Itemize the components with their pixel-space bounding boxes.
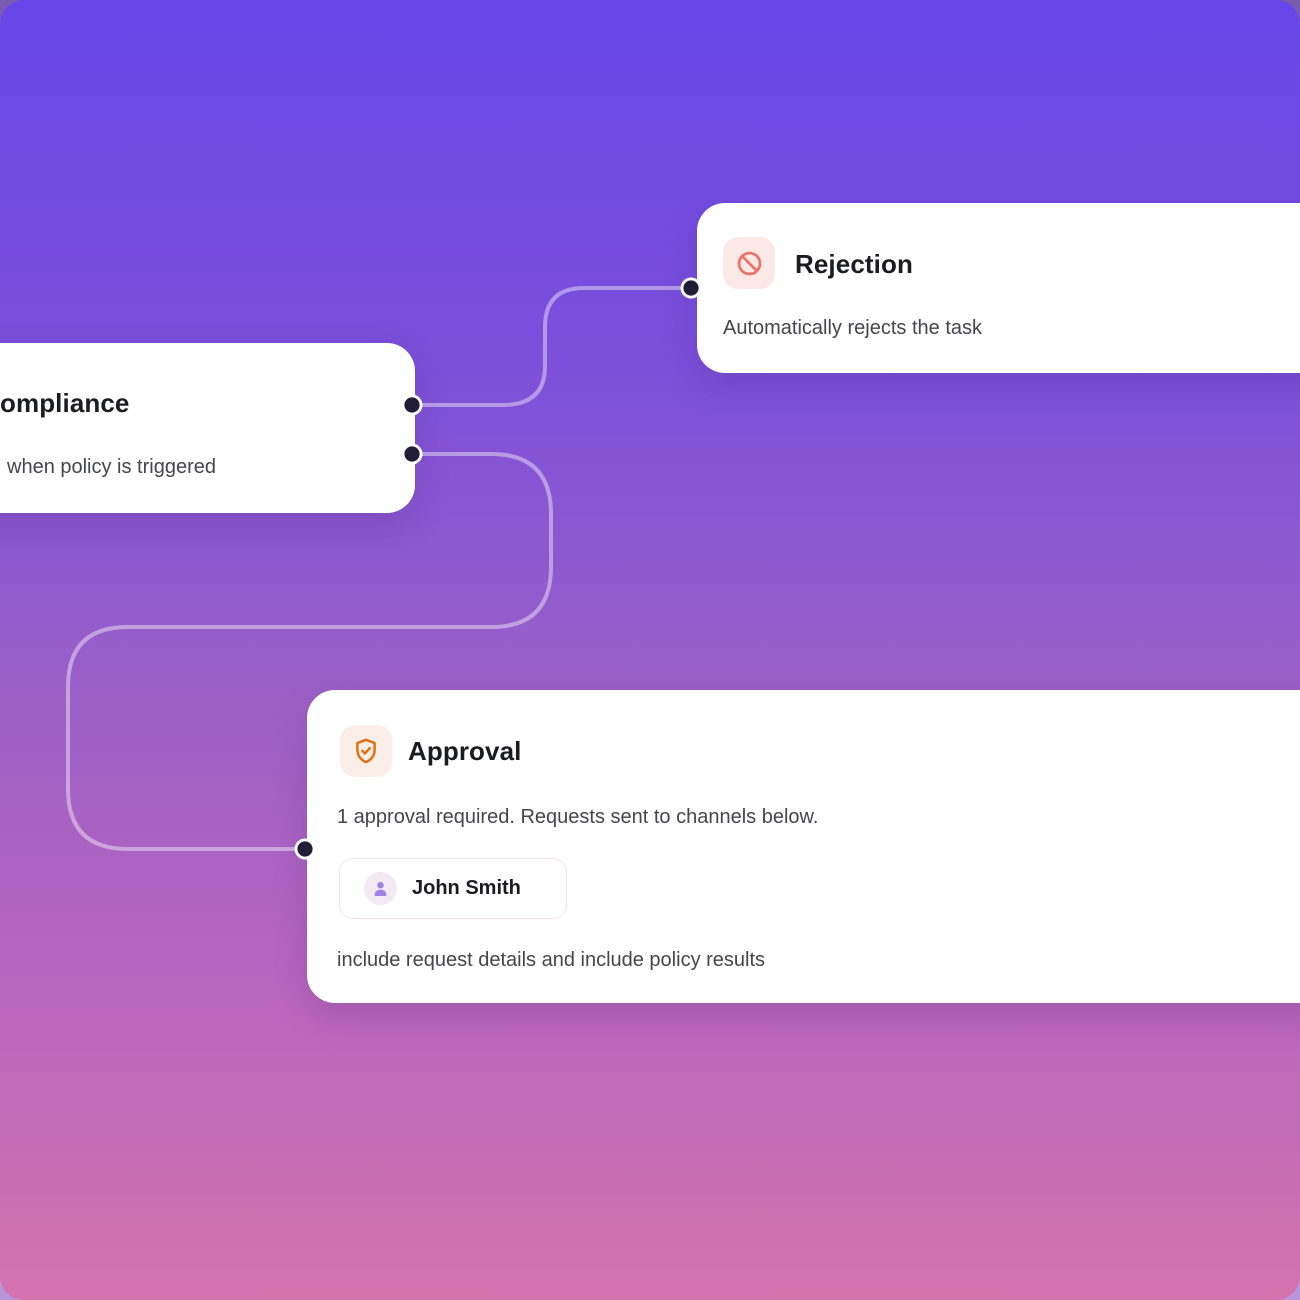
compliance-description: when policy is triggered [7,456,216,478]
shield-check-icon [340,725,392,777]
rejection-title: Rejection [795,249,913,279]
approval-description: 1 approval required. Requests sent to ch… [337,806,819,828]
node-approval[interactable]: Approval 1 approval required. Requests s… [307,690,1300,1003]
connector-compliance-to-rejection [410,286,693,407]
node-rejection[interactable]: Rejection Automatically rejects the task [697,203,1300,373]
node-compliance[interactable]: ompliance when policy is triggered [0,343,415,513]
prohibition-icon [723,237,775,289]
approval-footnote: include request details and include poli… [337,949,766,971]
approval-title: Approval [408,736,522,766]
compliance-title: ompliance [0,388,130,418]
approver-chip[interactable]: John Smith [339,858,567,919]
user-icon [364,872,397,905]
approver-name: John Smith [412,877,521,899]
rejection-description: Automatically rejects the task [723,317,982,339]
